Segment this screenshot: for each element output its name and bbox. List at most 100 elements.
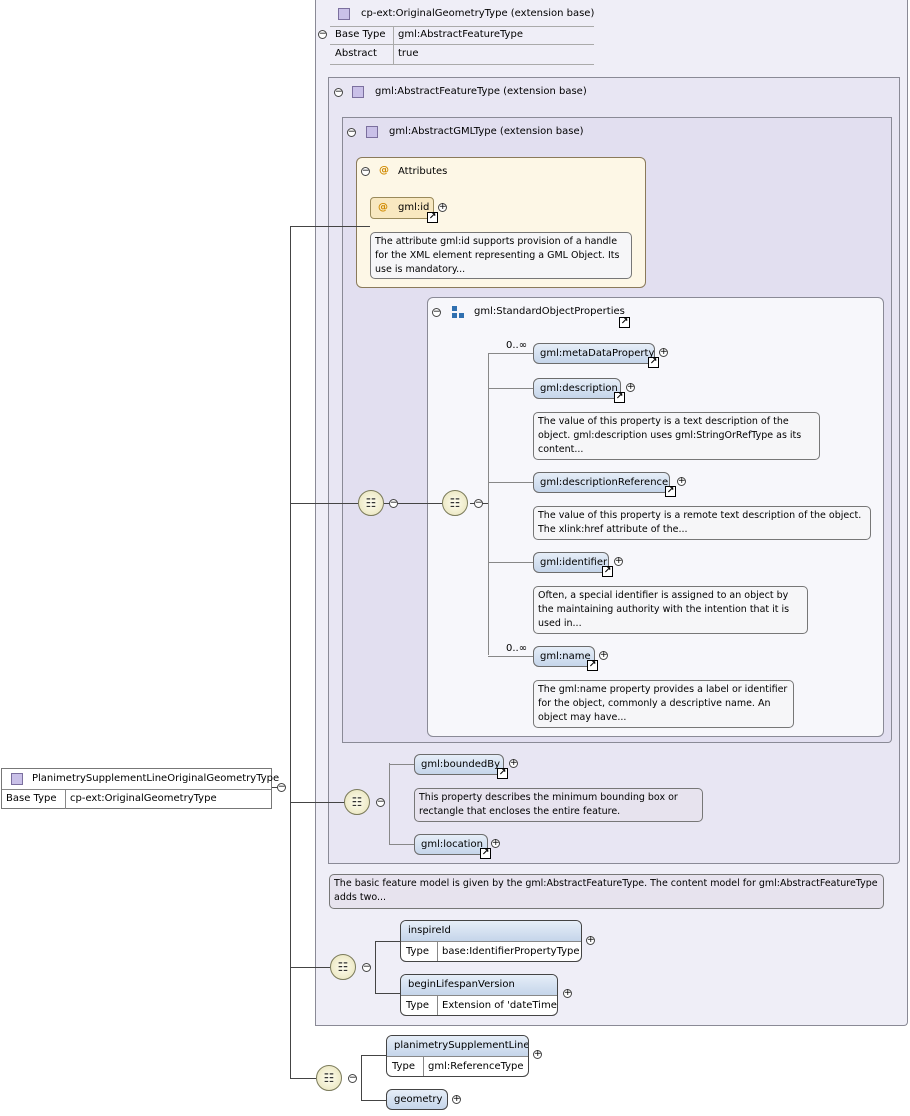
expand-inspire-id-button[interactable]: +: [586, 935, 595, 945]
seq1-to-seq2: [384, 503, 442, 504]
root-trunk: [290, 226, 291, 1078]
ext-base-table: Base Type gml:AbstractFeatureType Abstra…: [330, 26, 594, 66]
occurs-name: 0..∞: [506, 643, 528, 654]
expand-location-button[interactable]: +: [491, 838, 500, 848]
planimetry-trunk: [361, 1055, 362, 1100]
std-props-title: gml:StandardObjectProperties: [474, 306, 625, 317]
ext-base-type-value: gml:AbstractFeatureType: [398, 29, 523, 40]
gml-id-label: gml:id: [398, 202, 430, 213]
seq1-connector: [290, 503, 358, 504]
inspire-id-label: inspireId: [408, 925, 451, 936]
element-bounded-by-label: gml:boundedBy: [421, 759, 501, 770]
sequence-icon-4[interactable]: ☷: [330, 954, 356, 980]
begin-lifespan-label: beginLifespanVersion: [408, 979, 515, 990]
identifier-doc: Often, a special identifier is assigned …: [533, 586, 808, 634]
expand-bounded-by-button[interactable]: +: [509, 758, 518, 768]
collapse-feature-button[interactable]: −: [334, 87, 343, 97]
root-base-type-label: Base Type: [6, 793, 57, 804]
inspire-id-type-label: Type: [406, 946, 429, 957]
sequence-icon-3[interactable]: ☷: [344, 789, 370, 815]
element-geometry[interactable]: geometry: [386, 1089, 448, 1110]
description-reference-link-icon[interactable]: ↗: [665, 486, 676, 497]
ext-abstract-label: Abstract: [335, 48, 377, 59]
name-link-icon[interactable]: ↗: [587, 660, 598, 671]
feature-type-icon: [352, 86, 364, 98]
complex-type-icon: [338, 8, 350, 20]
collapse-seq-5-button[interactable]: −: [348, 1073, 357, 1083]
expand-geometry-button[interactable]: +: [452, 1094, 461, 1104]
begin-lifespan-type-label: Type: [406, 1000, 429, 1011]
expand-identifier-button[interactable]: +: [614, 556, 623, 566]
root-type-icon: [11, 773, 23, 785]
collapse-ext-base-button[interactable]: −: [318, 29, 327, 39]
ext-abstract-value: true: [398, 48, 419, 59]
element-location-label: gml:location: [421, 839, 483, 850]
gml-id-at-icon: @: [378, 202, 388, 213]
description-reference-doc: The value of this property is a remote t…: [533, 506, 871, 540]
attr-connector: [290, 226, 370, 227]
geometry-label: geometry: [394, 1094, 443, 1105]
element-description[interactable]: gml:description: [533, 378, 621, 399]
sequence-icon-1[interactable]: ☷: [358, 490, 384, 516]
collapse-root-button[interactable]: −: [277, 782, 286, 792]
element-begin-lifespan[interactable]: beginLifespanVersion Type Extension of '…: [400, 974, 558, 1016]
bounded-connector: [290, 802, 358, 803]
expand-planimetry-button[interactable]: +: [533, 1049, 542, 1059]
collapse-seq-3-button[interactable]: −: [376, 797, 385, 807]
element-identifier-label: gml:identifier: [540, 557, 608, 568]
identifier-link-icon[interactable]: ↗: [602, 566, 613, 577]
gml-id-link-icon[interactable]: ↗: [427, 212, 438, 223]
inspire-connector: [290, 967, 330, 968]
attribute-icon: @: [379, 165, 389, 176]
element-name[interactable]: gml:name: [533, 646, 595, 667]
ext-base-title: cp-ext:OriginalGeometryType (extension b…: [361, 8, 595, 19]
inspire-id-type-value: base:IdentifierPropertyType: [442, 946, 580, 957]
element-description-reference[interactable]: gml:descriptionReference: [533, 472, 670, 493]
sequence-icon-5[interactable]: ☷: [316, 1065, 342, 1091]
root-complex-type[interactable]: PlanimetrySupplementLineOriginalGeometry…: [1, 768, 279, 809]
ext-base-type-label: Base Type: [335, 29, 386, 40]
description-link-icon[interactable]: ↗: [614, 392, 625, 403]
expand-metadata-button[interactable]: +: [659, 347, 668, 357]
element-inspire-id[interactable]: inspireId Type base:IdentifierPropertyTy…: [400, 920, 582, 962]
sequence-icon-2[interactable]: ☷: [442, 490, 468, 516]
collapse-std-props-button[interactable]: −: [432, 307, 441, 317]
gml-id-doc: The attribute gml:id supports provision …: [370, 232, 632, 279]
feature-title: gml:AbstractFeatureType (extension base): [375, 86, 587, 97]
planimetry-type-value: gml:ReferenceType: [428, 1061, 524, 1072]
gml-id-attribute[interactable]: [370, 197, 434, 219]
collapse-seq-1-button[interactable]: −: [389, 498, 398, 508]
expand-description-reference-button[interactable]: +: [677, 476, 686, 486]
metadata-link-icon[interactable]: ↗: [648, 357, 659, 368]
gml-type-icon: [366, 126, 378, 138]
root-type-name: PlanimetrySupplementLineOriginalGeometry…: [32, 773, 280, 784]
bounded-trunk: [389, 763, 390, 844]
collapse-attributes-button[interactable]: −: [361, 166, 370, 176]
name-doc: The gml:name property provides a label o…: [533, 680, 794, 728]
element-metadata-property[interactable]: gml:metaDataProperty: [533, 343, 655, 364]
collapse-seq-2-button[interactable]: −: [474, 498, 483, 508]
bounded-by-link-icon[interactable]: ↗: [497, 768, 508, 779]
element-location[interactable]: gml:location: [414, 834, 488, 855]
feature-doc: The basic feature model is given by the …: [329, 874, 884, 909]
element-planimetry-supplement-line[interactable]: planimetrySupplementLine Type gml:Refere…: [386, 1035, 529, 1077]
expand-gml-id-button[interactable]: +: [438, 202, 447, 212]
planimetry-type-label: Type: [392, 1061, 415, 1072]
collapse-seq-4-button[interactable]: −: [362, 962, 371, 972]
expand-begin-lifespan-button[interactable]: +: [563, 988, 572, 998]
location-link-icon[interactable]: ↗: [480, 848, 491, 859]
root-base-type-value: cp-ext:OriginalGeometryType: [70, 793, 217, 804]
bounded-by-doc: This property describes the minimum boun…: [414, 788, 703, 822]
expand-name-button[interactable]: +: [599, 650, 608, 660]
element-bounded-by[interactable]: gml:boundedBy: [414, 754, 504, 775]
begin-lifespan-type-value: Extension of 'dateTime': [442, 1000, 558, 1011]
std-props-link-icon[interactable]: ↗: [619, 317, 630, 328]
element-description-reference-label: gml:descriptionReference: [540, 477, 669, 488]
group-icon: [452, 306, 464, 318]
element-identifier[interactable]: gml:identifier: [533, 552, 609, 573]
element-name-label: gml:name: [540, 651, 591, 662]
expand-description-button[interactable]: +: [626, 382, 635, 392]
element-description-label: gml:description: [540, 383, 618, 394]
collapse-gml-button[interactable]: −: [347, 127, 356, 137]
inspire-trunk: [375, 941, 376, 993]
